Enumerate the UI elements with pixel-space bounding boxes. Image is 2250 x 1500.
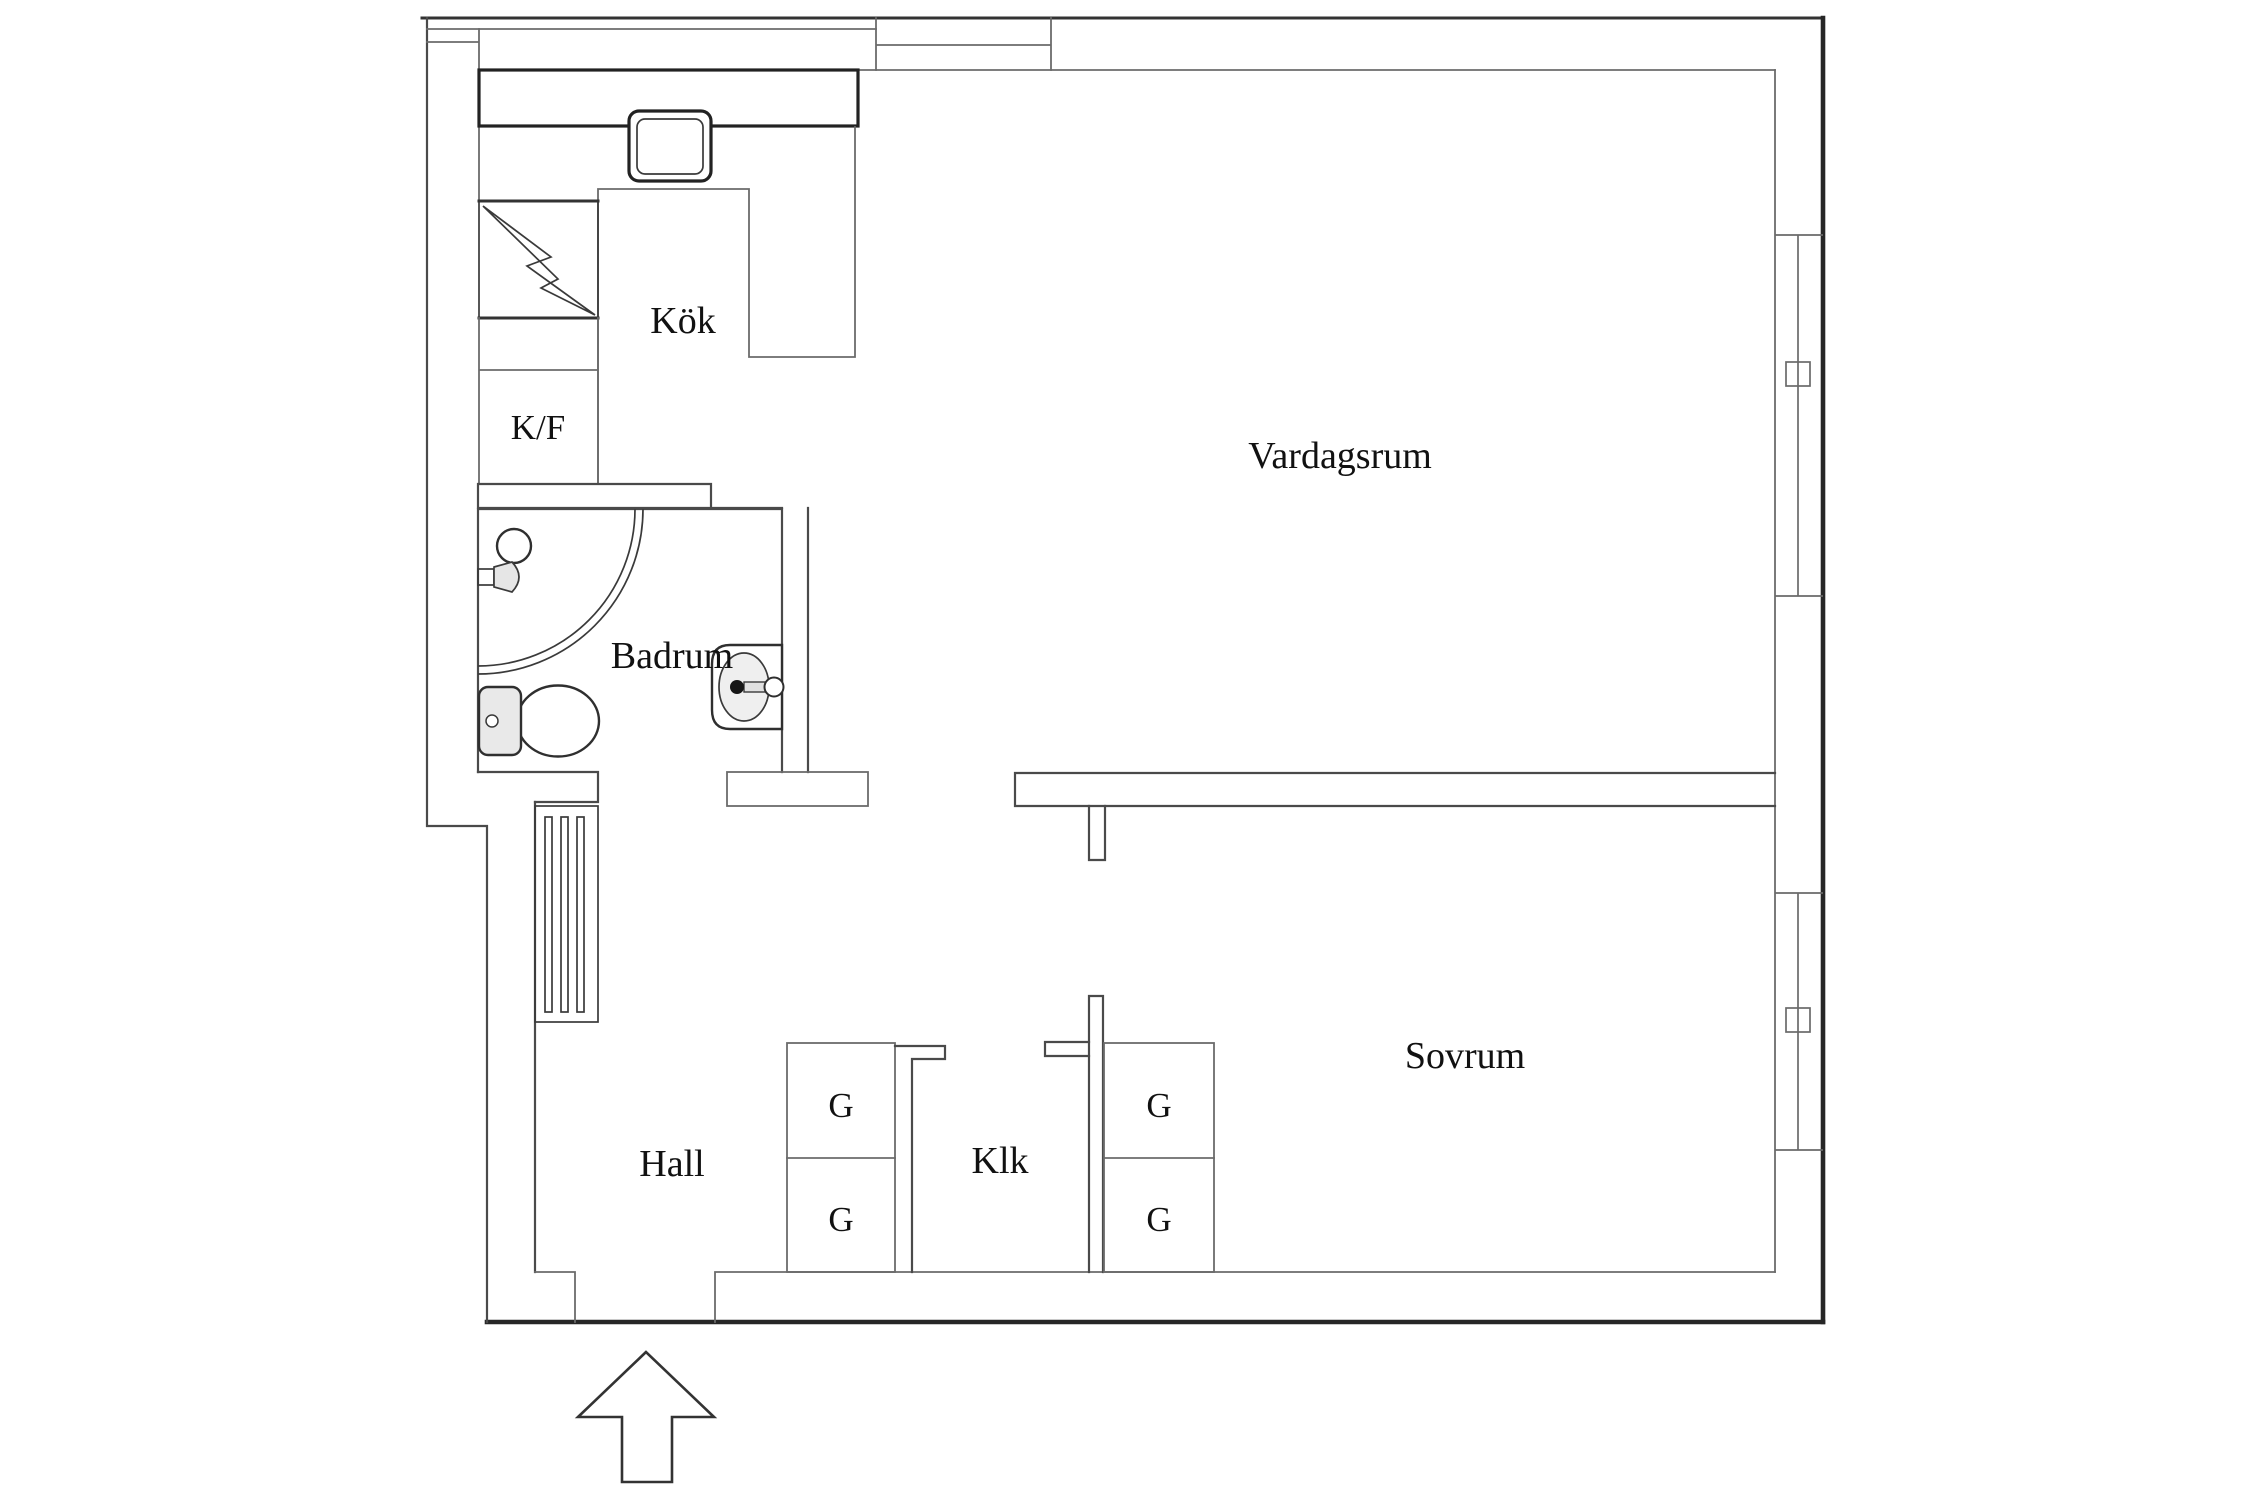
toilet-bowl-icon — [515, 684, 601, 758]
hall-area: Hall — [534, 805, 705, 1185]
radiator-slat — [560, 816, 569, 1013]
stove-lightning-icon — [482, 205, 596, 316]
bedroom-window — [1775, 892, 1823, 1151]
bedroom-door-stub — [1087, 804, 1107, 862]
shower-door-arc-outer — [477, 508, 644, 675]
shower-door-arc-inner — [477, 508, 636, 667]
stove-box-bold-edges — [477, 199, 600, 320]
left-outer-wall — [425, 16, 489, 1324]
kitchen-sink-icon — [627, 109, 713, 183]
top-wall-jog-block — [875, 17, 1052, 71]
bedroom-label: Sovrum — [1405, 1035, 1525, 1077]
bedroom-top-wall — [1013, 771, 1777, 808]
wardrobe-label: G — [1146, 1086, 1171, 1125]
radiator-slat — [576, 816, 585, 1013]
closet-area: G G G G Klk — [786, 994, 1215, 1274]
klk-door-stub — [1043, 1040, 1091, 1058]
radiator-slat — [544, 816, 553, 1013]
living-room-window — [1775, 234, 1823, 597]
bathroom-walls — [476, 506, 810, 774]
wardrobe-label: G — [1146, 1200, 1171, 1239]
washbasin-faucet-dot — [730, 680, 744, 694]
bathroom-wall-foot-block — [726, 771, 869, 807]
toilet-flush-button — [485, 714, 499, 728]
window-handle-icon — [1785, 361, 1811, 387]
bathroom-bottom-wall-doorway — [476, 770, 600, 804]
bathroom-area: Badrum — [476, 506, 869, 807]
kitchen-sink-basin — [636, 118, 704, 175]
bathroom-label: Badrum — [611, 635, 733, 677]
bedroom-livingroom-wall: Vardagsrum Sovrum — [1013, 435, 1777, 1077]
shower-mixer-base — [477, 568, 495, 586]
wardrobe-label: G — [828, 1086, 853, 1125]
fridge-freezer-box — [478, 317, 599, 484]
kitchen-bathroom-wall — [476, 482, 784, 510]
entrance-arrow-icon — [574, 1350, 718, 1484]
shower-head-icon — [495, 527, 533, 565]
living-room-label: Vardagsrum — [1248, 435, 1432, 477]
wardrobe-label: G — [828, 1200, 853, 1239]
radiator-icon — [534, 805, 599, 1023]
shower-mixer-knob-icon — [493, 561, 520, 593]
hall-label: Hall — [639, 1143, 704, 1185]
kitchen-label: Kök — [650, 300, 715, 342]
bottom-inner-wall-entrance-jambs — [534, 1271, 1776, 1323]
closet-room-label: Klk — [972, 1140, 1029, 1182]
bedroom-window-frame — [1775, 892, 1823, 1151]
toilet-tank-icon — [477, 685, 523, 757]
washbasin-faucet-knob — [763, 676, 785, 698]
kitchen-cabinet-lines — [426, 28, 480, 202]
kitchen-area: Kök K/F — [426, 28, 860, 510]
window-handle-icon — [1785, 1007, 1811, 1033]
fridge-label: K/F — [511, 408, 565, 447]
klk-right-wall — [1087, 994, 1105, 1274]
windows — [1775, 234, 1823, 1151]
klk-left-wall — [893, 1044, 947, 1274]
kitchen-floor-boundary — [597, 126, 856, 485]
living-room-window-frame — [1775, 234, 1823, 597]
